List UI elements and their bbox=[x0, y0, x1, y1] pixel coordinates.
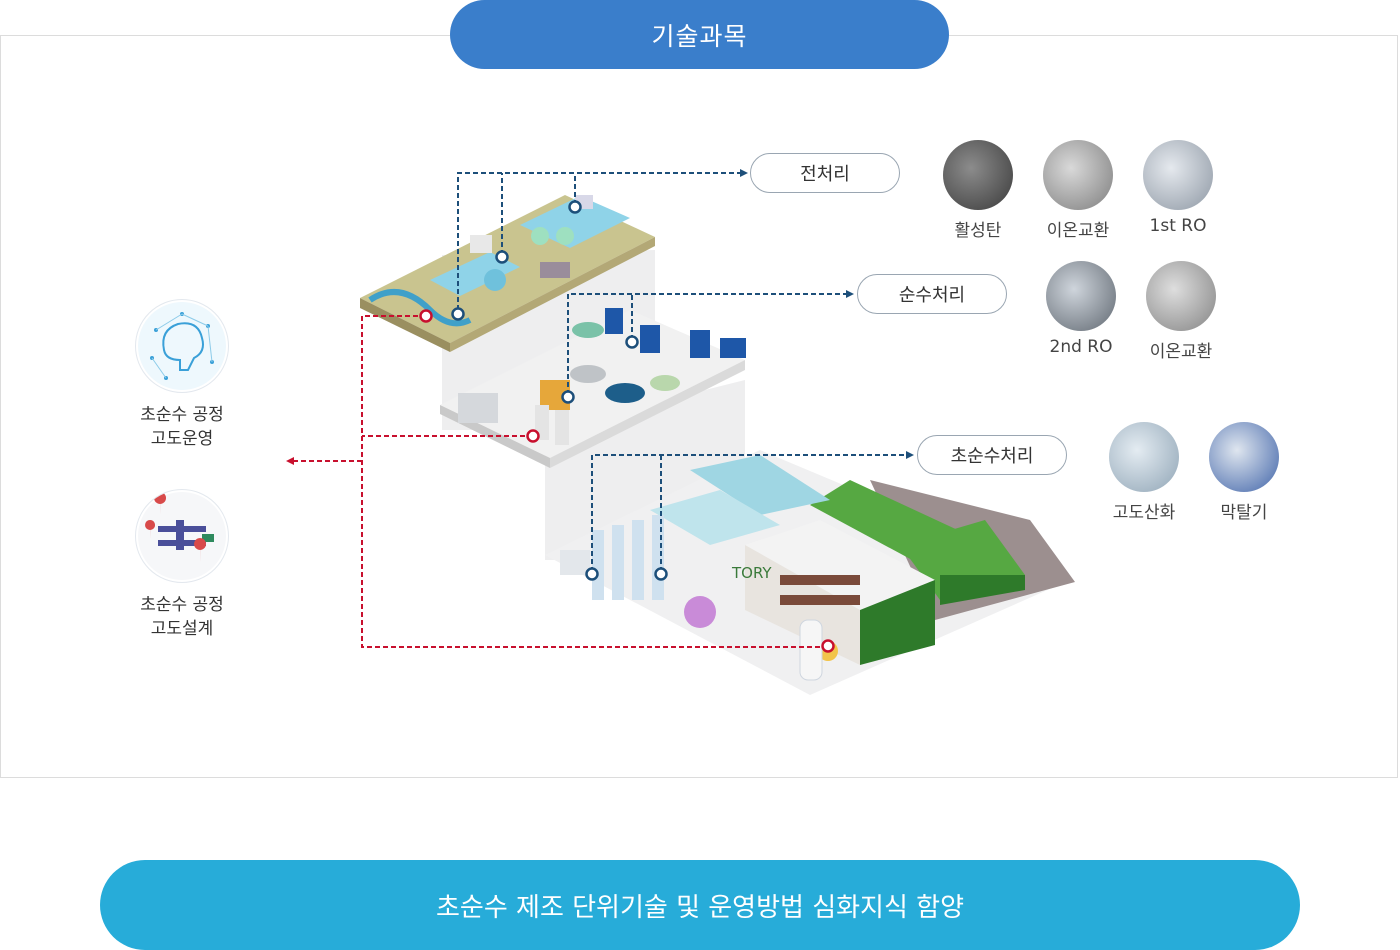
brain-network-icon bbox=[135, 299, 229, 393]
ro-photo bbox=[1046, 261, 1116, 331]
equip-label: 막탈기 bbox=[1220, 503, 1268, 523]
degasifier-photo bbox=[1209, 422, 1279, 492]
activated-carbon-photo bbox=[943, 140, 1013, 210]
ion-exchange-photo bbox=[1043, 140, 1113, 210]
process-design-icon bbox=[135, 489, 229, 583]
factory-sign: TORY bbox=[731, 564, 772, 582]
plant-illustration: TORY bbox=[286, 169, 1075, 695]
equip-activated-carbon: 활성탄 bbox=[938, 140, 1018, 241]
equip-label: 1st RO bbox=[1149, 216, 1207, 236]
outcome-operation: 초순수 공정 고도운영 bbox=[127, 299, 237, 451]
equip-ion-exchange-2: 이온교환 bbox=[1141, 261, 1221, 362]
pure-water-connectors bbox=[567, 293, 846, 395]
outcome-label: 초순수 공정 고도설계 bbox=[140, 595, 224, 639]
summary-banner: 초순수 제조 단위기술 및 운영방법 심화지식 함양 bbox=[100, 860, 1300, 950]
equip-degasifier: 막탈기 bbox=[1204, 422, 1284, 523]
equip-label: 이온교환 bbox=[1149, 342, 1213, 362]
ion-exchange-photo bbox=[1146, 261, 1216, 331]
outcome-label: 초순수 공정 고도운영 bbox=[140, 405, 224, 449]
stage-ultrapure: 초순수처리 bbox=[917, 435, 1067, 475]
pretreatment-connectors bbox=[457, 172, 740, 310]
page-title: 기술과목 bbox=[450, 0, 949, 69]
equip-ion-exchange-1: 이온교환 bbox=[1038, 140, 1118, 241]
equip-advanced-oxidation: 고도산화 bbox=[1104, 422, 1184, 523]
ro-photo bbox=[1143, 140, 1213, 210]
red-nodes bbox=[419, 309, 835, 653]
equip-1st-ro: 1st RO bbox=[1138, 140, 1218, 236]
blue-nodes bbox=[451, 200, 668, 581]
ultrapure-factory: TORY bbox=[545, 450, 1075, 695]
equip-2nd-ro: 2nd RO bbox=[1041, 261, 1121, 357]
pretreatment-plant bbox=[360, 195, 655, 352]
equip-label: 활성탄 bbox=[954, 221, 1002, 241]
outcome-connectors bbox=[292, 315, 828, 648]
equip-label: 고도산화 bbox=[1112, 503, 1176, 523]
upw-connectors bbox=[591, 454, 906, 572]
equip-label: 2nd RO bbox=[1049, 337, 1113, 357]
pure-water-plant bbox=[440, 308, 746, 468]
stage-pure-water: 순수처리 bbox=[857, 274, 1007, 314]
stage-pretreatment: 전처리 bbox=[750, 153, 900, 193]
equip-label: 이온교환 bbox=[1046, 221, 1110, 241]
oxidation-photo bbox=[1109, 422, 1179, 492]
outcome-design: 초순수 공정 고도설계 bbox=[127, 489, 237, 641]
